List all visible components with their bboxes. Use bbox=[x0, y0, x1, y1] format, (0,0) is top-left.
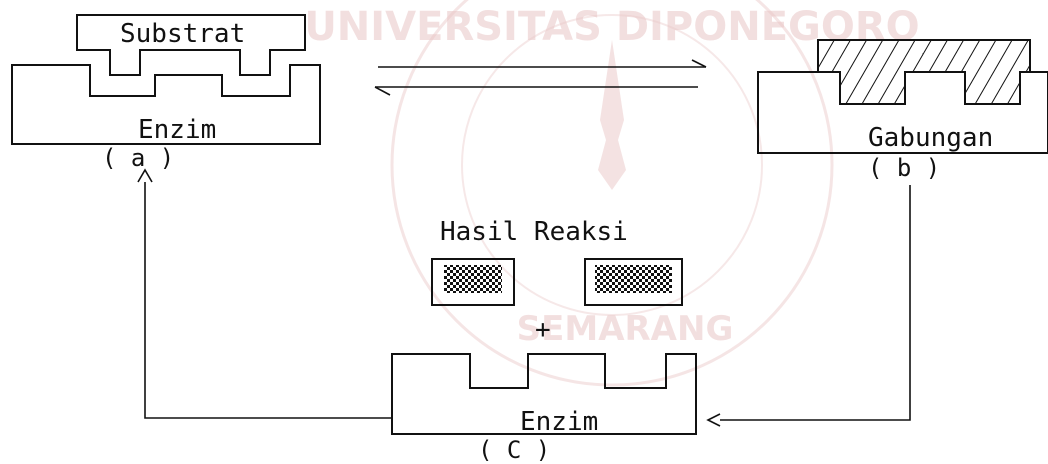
complex-b-label: Gabungan bbox=[868, 123, 993, 153]
enzyme-a-label: Enzim bbox=[138, 115, 216, 145]
arrowhead-into-c bbox=[708, 414, 720, 426]
product-fill-right bbox=[595, 265, 672, 293]
substrate-label: Substrat bbox=[120, 19, 245, 49]
complex-b-group: Gabungan ( b ) bbox=[758, 40, 1048, 182]
products-title: Hasil Reaksi bbox=[440, 217, 628, 247]
enzyme-a-group: Substrat Enzim ( a ) bbox=[12, 15, 320, 172]
enzyme-c-label: Enzim bbox=[520, 407, 598, 437]
complex-b-substrate-hatch bbox=[818, 40, 1030, 104]
enzyme-c-group: Enzim ( C ) bbox=[392, 354, 696, 464]
reversible-arrows bbox=[375, 60, 706, 95]
arrow-c-to-a bbox=[145, 182, 392, 418]
complex-b-caption: ( b ) bbox=[868, 154, 940, 182]
product-fill-left bbox=[444, 265, 502, 293]
arrow-b-to-c bbox=[720, 185, 910, 420]
enzyme-a-caption: ( a ) bbox=[102, 144, 174, 172]
enzyme-c-caption: ( C ) bbox=[478, 436, 550, 464]
plus-sign: + bbox=[535, 315, 551, 345]
